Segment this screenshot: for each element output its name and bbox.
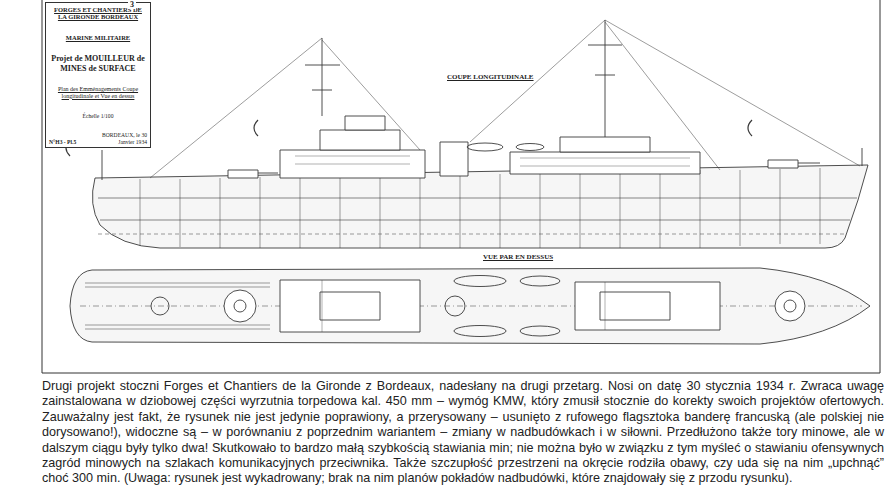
scale-note: Échelle 1/100 bbox=[83, 113, 114, 119]
top-view-line bbox=[445, 296, 465, 316]
top-view-line bbox=[322, 280, 605, 332]
top-view-line bbox=[520, 326, 560, 336]
side-view-line bbox=[345, 116, 385, 130]
side-view-line bbox=[102, 148, 862, 180]
top-view-line bbox=[70, 268, 870, 344]
side-view-line bbox=[98, 234, 846, 235]
title-block-footer: N°H3 - Pl.5 BORDEAUX, le 30 Janvier 1934 bbox=[49, 132, 147, 145]
top-view-line bbox=[320, 292, 380, 320]
side-view-line bbox=[92, 165, 868, 248]
side-view-line bbox=[258, 173, 278, 174]
side-view bbox=[66, 20, 868, 248]
drawing-frame bbox=[42, 0, 880, 373]
top-view-line bbox=[80, 306, 862, 307]
side-view-line bbox=[516, 144, 544, 151]
top-view-line bbox=[234, 300, 246, 312]
top-view-line bbox=[454, 326, 506, 337]
view-title: VUE PAR EN DESSUS bbox=[481, 253, 555, 261]
side-view-line bbox=[510, 152, 700, 174]
view-title: COUPE LONGITUDINALE bbox=[445, 73, 536, 81]
top-view-line bbox=[520, 276, 560, 286]
drawing-frame-line bbox=[42, 0, 880, 373]
top-view-line bbox=[784, 300, 796, 312]
top-view-line bbox=[151, 297, 169, 315]
top-view-line bbox=[600, 292, 670, 320]
page-mark: 3 bbox=[128, 0, 136, 9]
side-view-line bbox=[305, 38, 340, 116]
side-view-line bbox=[228, 170, 258, 178]
side-view-line bbox=[768, 160, 798, 168]
side-view-line bbox=[254, 120, 752, 136]
top-view-line bbox=[454, 276, 506, 287]
top-view-line bbox=[775, 291, 805, 321]
top-view-line bbox=[280, 280, 420, 332]
caption: Drugi projekt stoczni Forges et Chantier… bbox=[42, 379, 884, 487]
side-view-line bbox=[467, 143, 503, 151]
side-view-line bbox=[798, 163, 820, 164]
top-view bbox=[70, 268, 870, 344]
sheet-title: Plan des Emménagements Coupe longitudina… bbox=[49, 86, 147, 100]
side-view-line bbox=[140, 168, 820, 248]
title-block: FORGES ET CHANTIERS DE LA GIRONDE BORDEA… bbox=[45, 2, 151, 148]
side-view-line bbox=[150, 20, 860, 178]
side-view-line bbox=[295, 156, 690, 166]
client-name: MARINE MILITAIRE bbox=[66, 34, 130, 41]
top-view-line bbox=[85, 283, 270, 329]
date-place: BORDEAUX, le 30 Janvier 1934 bbox=[85, 132, 147, 145]
side-view-line bbox=[98, 198, 857, 220]
side-view-line bbox=[560, 137, 650, 152]
side-view-line bbox=[320, 130, 400, 150]
top-view-line bbox=[575, 282, 720, 330]
project-title: Projet de MOUILLEUR de MINES de SURFACE bbox=[49, 54, 147, 72]
top-view-line bbox=[224, 290, 256, 322]
side-view-line bbox=[440, 142, 468, 176]
sheet-number: N°H3 - Pl.5 bbox=[49, 139, 76, 145]
